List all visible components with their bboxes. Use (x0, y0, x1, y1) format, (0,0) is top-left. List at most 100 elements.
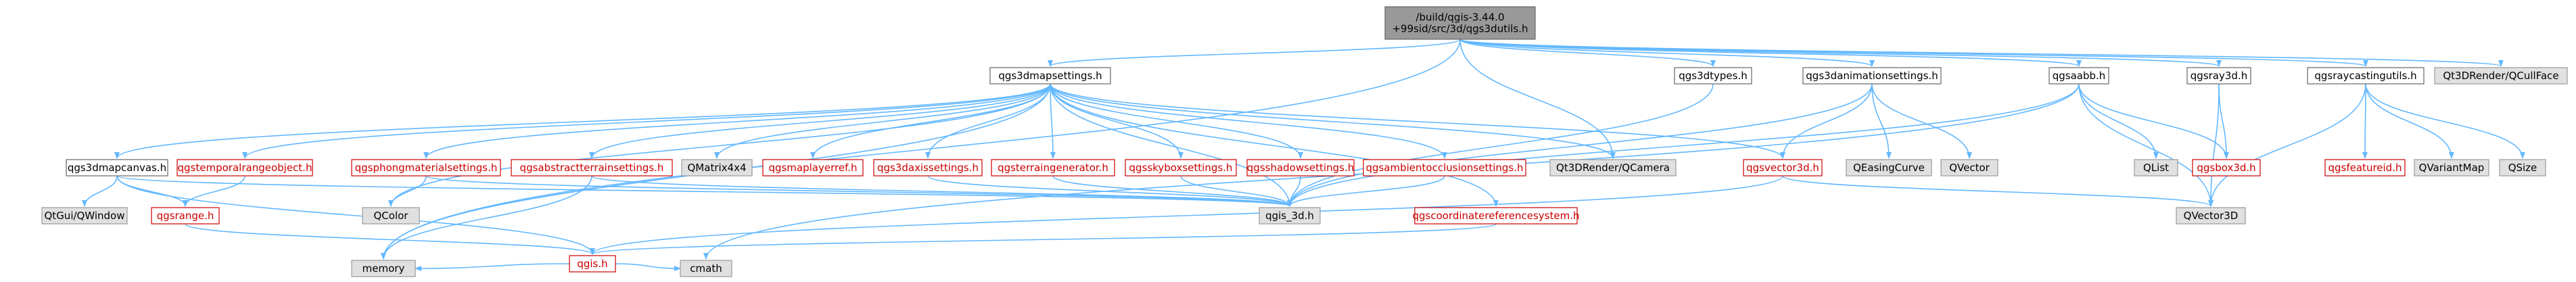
edge-range-to-qgis (185, 223, 595, 255)
node-label: qgsrange.h (157, 210, 214, 222)
node-box (351, 260, 416, 277)
edge-terraingen-to-qgis3d (1052, 175, 1292, 207)
node-box (1125, 159, 1237, 177)
node-qcolor: QColor (362, 207, 420, 225)
node-aabb[interactable]: qgsaabb.h (2048, 67, 2109, 85)
node-label: QEasingCurve (1853, 162, 1925, 174)
edge-root-to-qcamera (1459, 39, 1616, 159)
node-box (681, 159, 753, 177)
node-box (1846, 159, 1932, 177)
edge-mapsettings-to-abstractterrain (589, 83, 1051, 159)
node-label: qgsbox3d.h (2197, 162, 2255, 174)
node-box (1246, 159, 1355, 177)
node-axissettings[interactable]: qgs3daxissettings.h (873, 159, 983, 177)
node-memory: memory (351, 260, 416, 277)
node-box (1674, 67, 1752, 85)
node-box (680, 260, 732, 277)
edge-mapsettings-to-mapcanvas (114, 83, 1051, 159)
edge-skybox-to-qgis3d (1180, 175, 1292, 207)
edge-mapsettings-to-ambient (1050, 83, 1447, 159)
node-label: qgsabstractterrainsettings.h (520, 162, 664, 174)
edge-phong-to-qgis3d (425, 175, 1292, 207)
node-box (362, 207, 420, 225)
edge-ray3d-to-qvector3d (2208, 83, 2220, 207)
node-box (511, 159, 673, 177)
node-label: qgsphongmaterialsettings.h (355, 162, 498, 174)
node-crs[interactable]: qgscoordinatereferencesystem.h (1413, 207, 1580, 225)
node-root[interactable]: /build/qgis-3.44.0+99sid/src/3d/qgs3duti… (1384, 6, 1536, 40)
edge-mapsettings-to-crs (1050, 83, 1499, 207)
edge-vector3d-to-qvector3d (1782, 175, 2214, 207)
edge-crs-to-qgis (590, 223, 1497, 255)
node-ray3d[interactable]: qgsray3d.h (2186, 67, 2251, 85)
node-abstractterrain[interactable]: qgsabstractterrainsettings.h (511, 159, 673, 177)
node-label: QList (2143, 162, 2169, 174)
edge-aabb-to-qgis3d (1287, 83, 2080, 207)
edge-mapsettings-to-qmatrix (714, 83, 1051, 159)
node-shadow[interactable]: qgsshadowsettings.h (1246, 159, 1355, 177)
node-qsize: QSize (2499, 159, 2546, 177)
node-box (989, 67, 1111, 85)
node-box (2324, 159, 2406, 177)
edge-mapsettings-to-shadow (1050, 83, 1303, 159)
node-label: qgscoordinatereferencesystem.h (1413, 210, 1580, 222)
node-qvector3d: QVector3D (2176, 207, 2246, 225)
edge-mapsettings-to-phong (423, 83, 1051, 159)
node-label: Qt3DRender/QCamera (1556, 162, 1670, 174)
edge-animsettings-to-qgis3d (1287, 83, 1873, 207)
node-box (1414, 207, 1578, 225)
node-label: qgsvector3d.h (1746, 162, 1819, 174)
node-types[interactable]: qgs3dtypes.h (1674, 67, 1752, 85)
node-range[interactable]: qgsrange.h (151, 207, 220, 225)
edge-root-to-cullface (1459, 39, 2504, 67)
node-label: qgsshadowsettings.h (1247, 162, 1354, 174)
edge-raycasting-to-qvector3d (2208, 83, 2366, 207)
node-box (2414, 159, 2489, 177)
node-raycasting[interactable]: qgsraycastingutils.h (2307, 67, 2425, 85)
node-maplayerref[interactable]: qgsmaplayerref.h (762, 159, 864, 177)
node-qmatrix: QMatrix4x4 (681, 159, 753, 177)
node-phong[interactable]: qgsphongmaterialsettings.h (351, 159, 501, 177)
node-box3d[interactable]: qgsbox3d.h (2192, 159, 2261, 177)
node-box (991, 159, 1115, 177)
node-qgis3d: qgis_3d.h (1259, 207, 1321, 225)
edge-aabb-to-qvector3d (2078, 83, 2214, 207)
edge-raycasting-to-variantmap (2365, 83, 2454, 159)
node-qgis[interactable]: qgis.h (569, 255, 616, 273)
node-skybox[interactable]: qgsskyboxsettings.h (1125, 159, 1237, 177)
node-featureid[interactable]: qgsfeatureid.h (2324, 159, 2406, 177)
edge-ambient-to-qgis3d (1287, 175, 1445, 207)
edge-mapsettings-to-terraingen (1050, 83, 1056, 159)
node-label: QColor (374, 210, 409, 222)
node-qlist: QList (2134, 159, 2178, 177)
edge-mapsettings-to-axissettings (925, 83, 1051, 159)
node-mapsettings[interactable]: qgs3dmapsettings.h (989, 67, 1111, 85)
edge-aabb-to-qlist (2078, 83, 2159, 159)
node-label: qgstemporalrangeobject.h (178, 162, 312, 174)
edge-mapcanvas-to-qgis (116, 175, 595, 255)
node-label: QVariantMap (2419, 162, 2485, 174)
node-box (41, 207, 128, 225)
node-temporalrange[interactable]: qgstemporalrangeobject.h (177, 159, 313, 177)
node-box (1384, 6, 1536, 40)
edge-raycasting-to-qsize (2365, 83, 2525, 159)
node-animsettings[interactable]: qgs3danimationsettings.h (1802, 67, 1942, 85)
edge-mapsettings-to-skybox (1050, 83, 1184, 159)
node-label: qgsaabb.h (2053, 70, 2106, 82)
node-mapcanvas[interactable]: qgs3dmapcanvas.h (66, 159, 168, 177)
node-box (2307, 67, 2425, 85)
node-ambient[interactable]: qgsambientocclusionsettings.h (1363, 159, 1526, 177)
node-label: /build/qgis-3.44.0 (1415, 11, 1504, 24)
edge-ray3d-to-box3d (2218, 83, 2229, 159)
node-box (177, 159, 313, 177)
edge-abstractterrain-to-memory (381, 175, 592, 260)
node-label: qgsmaplayerref.h (768, 162, 857, 174)
node-label: cmath (690, 262, 722, 275)
node-terraingen[interactable]: qgsterraingenerator.h (991, 159, 1115, 177)
node-label: qgsraycastingutils.h (2314, 70, 2416, 82)
node-vector3d[interactable]: qgsvector3d.h (1743, 159, 1823, 177)
edge-phong-to-qcolor (388, 175, 427, 207)
edge-mapsettings-to-maplayerref (810, 83, 1051, 159)
node-label: qgis.h (577, 258, 607, 270)
